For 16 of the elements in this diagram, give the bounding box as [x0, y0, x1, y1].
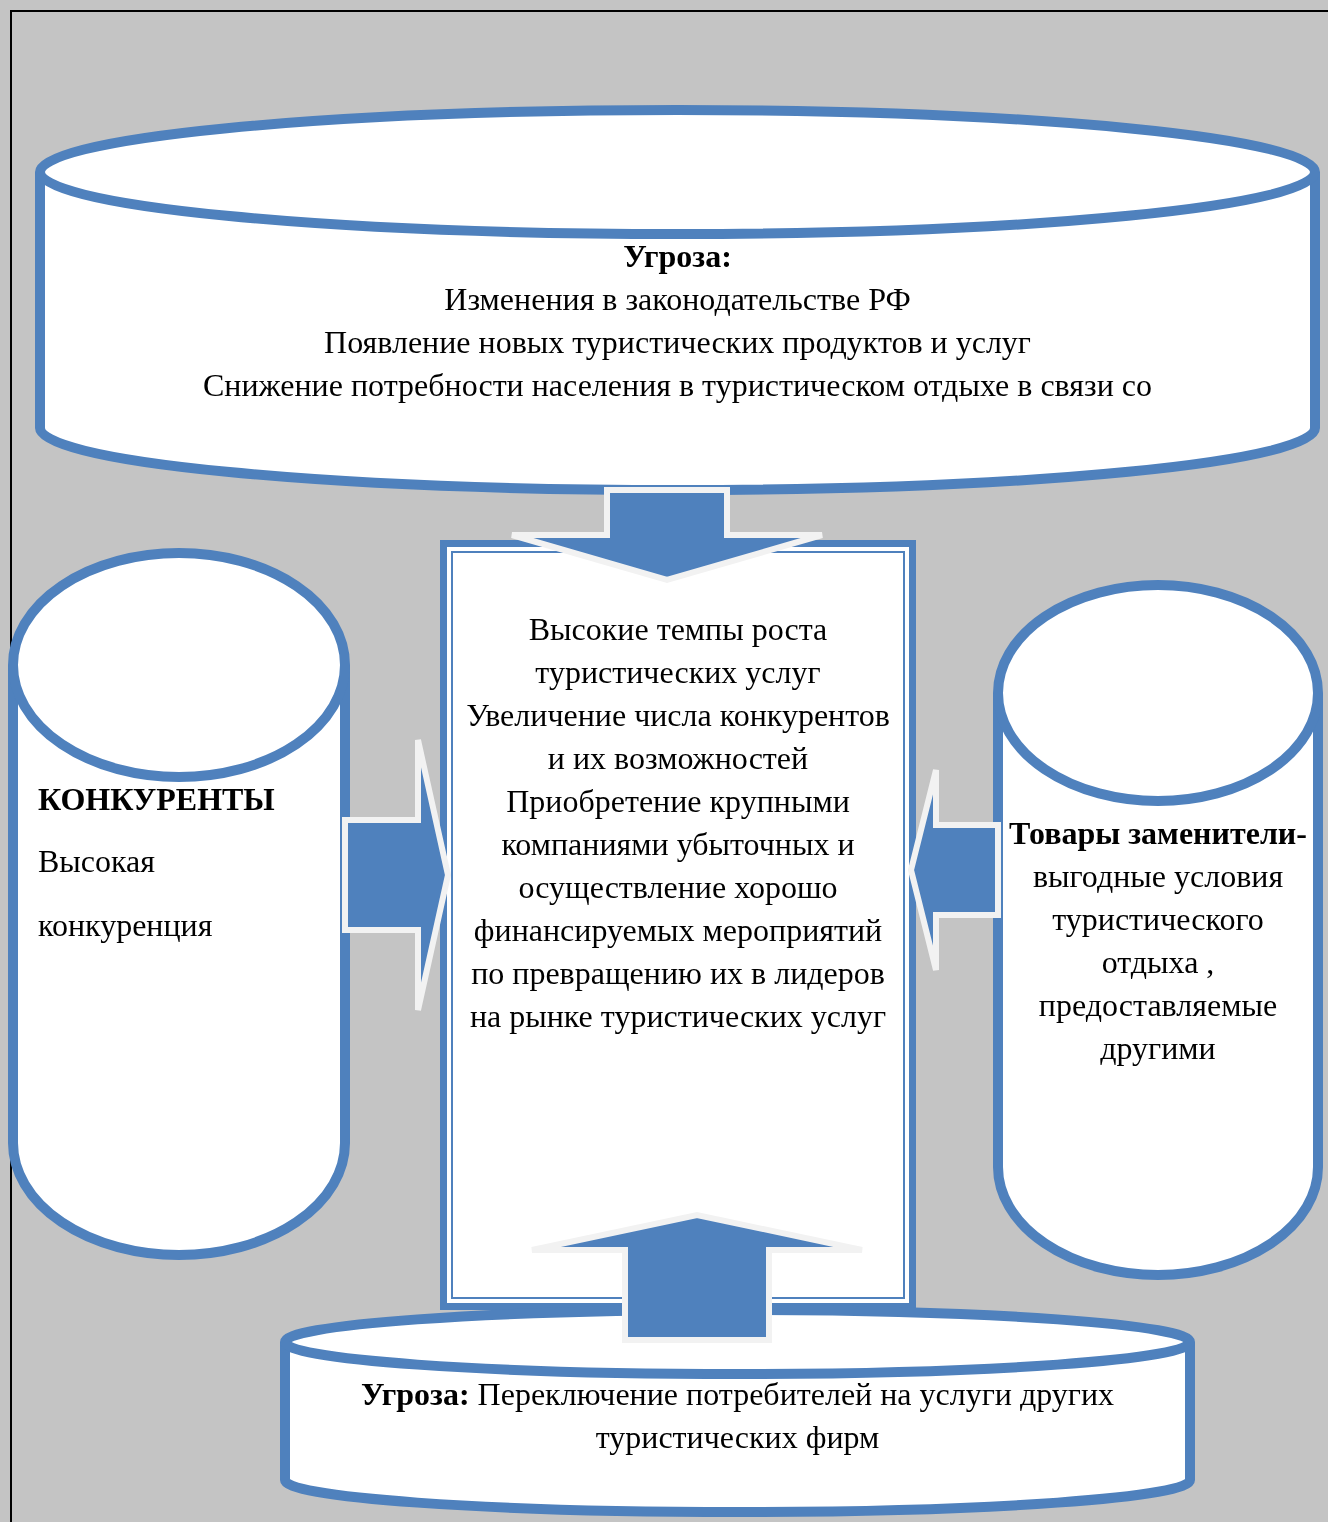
- block-arrow: [907, 767, 1001, 973]
- competitors-text: Высокая конкуренция: [38, 842, 214, 945]
- threat-item: Появление новых туристических продуктов и услуг: [323, 323, 1032, 362]
- threat-item: Изменения в законодательстве РФ: [443, 280, 912, 319]
- competitors-heading: КОНКУРЕНТЫ: [38, 780, 276, 819]
- block-arrow: [529, 1211, 865, 1343]
- threat-item: Снижение потребности населения в туристическом отдыхе в связи со: [202, 366, 1153, 405]
- factor-text: Увеличение числа конкурентов и их возможностей: [465, 696, 891, 778]
- factor-text: Высокие темпы роста туристических услуг: [527, 610, 829, 692]
- substitutes-heading: Товары заменители-: [1008, 814, 1308, 853]
- block-arrow: [509, 487, 825, 584]
- substitutes-text: выгодные условия туристического отдыха , предоставляемые другими: [1031, 857, 1285, 1068]
- factor-text: Приобретение крупными компаниями убыточных и осуществление хорошо финансируемых мероприятий по превращению их в лидеров на рынке туристических услуг: [468, 782, 888, 1036]
- block-arrow: [342, 737, 452, 1013]
- threat-heading: Угроза:: [622, 237, 733, 276]
- threat-text: Угроза: Переключение потребителей на услуги других туристических фирм: [359, 1375, 1116, 1457]
